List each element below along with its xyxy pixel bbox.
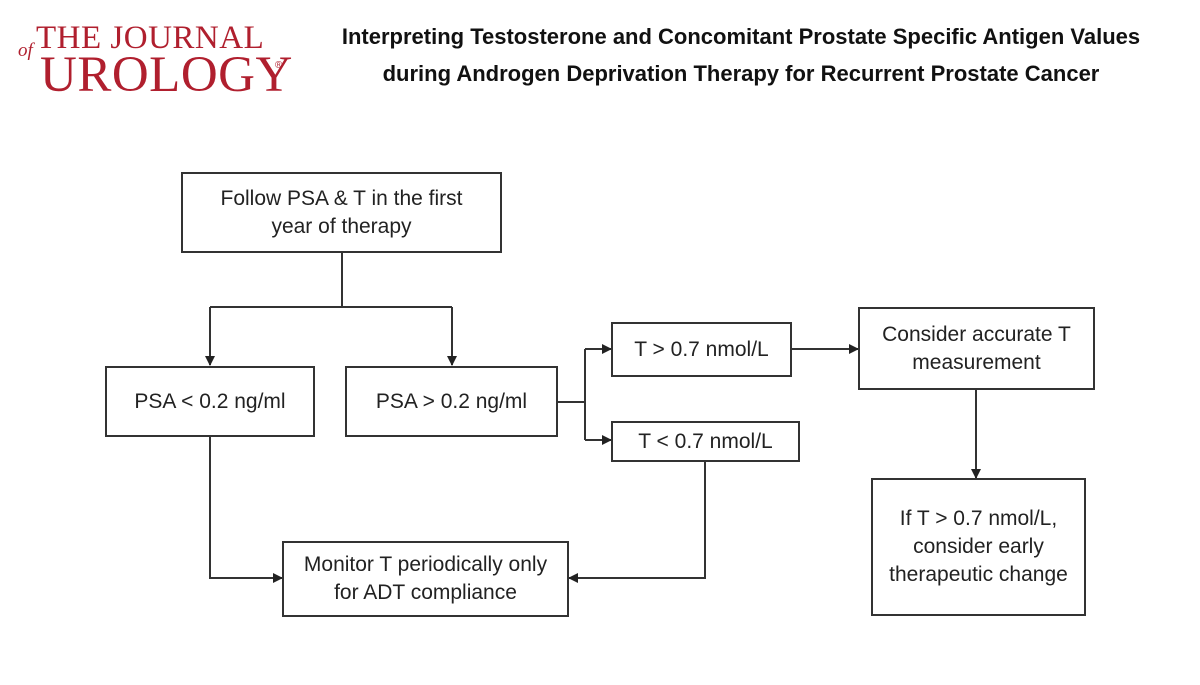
node-psa-low: PSA < 0.2 ng/ml bbox=[105, 366, 315, 437]
figure-title: Interpreting Testosterone and Concomitan… bbox=[341, 24, 1141, 86]
node-monitor-t: Monitor T periodically only for ADT comp… bbox=[282, 541, 569, 617]
logo-of-text: of bbox=[18, 40, 33, 61]
node-consider-accurate-t: Consider accurate T measurement bbox=[858, 307, 1095, 390]
arrow-t-low-to-monitor bbox=[568, 460, 706, 583]
node-early-therapeutic-change: If T > 0.7 nmol/L, consider early therap… bbox=[871, 478, 1086, 616]
node-t-high: T > 0.7 nmol/L bbox=[611, 322, 792, 377]
arrow-psa-low-to-monitor bbox=[209, 436, 283, 583]
node-psa-high: PSA > 0.2 ng/ml bbox=[345, 366, 558, 437]
logo-registered-mark: ® bbox=[275, 60, 283, 71]
node-t-low: T < 0.7 nmol/L bbox=[611, 421, 800, 462]
logo-journal-text: THE JOURNAL bbox=[36, 20, 265, 56]
journal-logo: of THE JOURNAL UROLOGY ® bbox=[18, 14, 292, 104]
node-follow-psa-t: Follow PSA & T in the first year of ther… bbox=[181, 172, 502, 253]
logo-urology-text: UROLOGY bbox=[40, 47, 293, 103]
